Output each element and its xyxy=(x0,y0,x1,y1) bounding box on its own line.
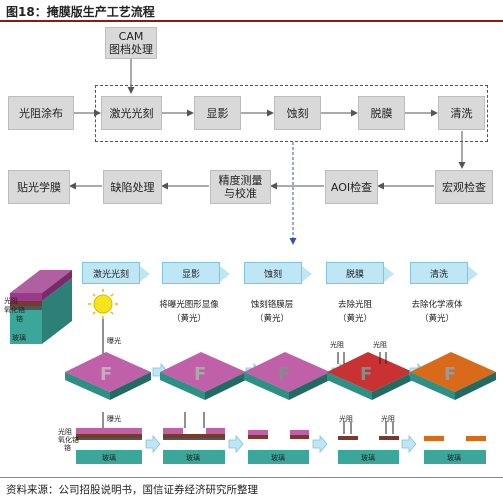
stage-tab-3: 蚀刻 xyxy=(244,262,302,284)
light-source-icon xyxy=(88,289,118,360)
cross-section-2 xyxy=(163,412,225,464)
coat-box: 光阻涂布 xyxy=(8,96,74,130)
substrate-stack xyxy=(10,270,72,344)
svg-text:F: F xyxy=(360,364,372,385)
measure-box: 精度测量 与校准 xyxy=(210,170,271,204)
flow-arrows xyxy=(69,59,466,245)
stage-caption-2: 蚀刻铬膜层（黄光） xyxy=(250,300,294,324)
layer-label-chrome-oxide: 氧化铬 xyxy=(4,306,25,314)
stage-tab-4: 脱膜 xyxy=(326,262,384,284)
exposure-label-top: 曝光 xyxy=(107,337,121,345)
layer-label-glass: 玻璃 xyxy=(12,334,26,342)
aoi-box: AOI检查 xyxy=(325,170,378,204)
stage-tab-2: 显影 xyxy=(162,262,220,284)
develop-box: 显影 xyxy=(194,96,241,130)
plate-2: F xyxy=(160,352,246,400)
etch-box: 蚀刻 xyxy=(274,96,321,130)
strip-box: 脱膜 xyxy=(358,96,405,130)
stage-arrow-1 xyxy=(140,266,150,282)
title-bar: 图18：掩膜版生产工艺流程 xyxy=(0,0,503,22)
svg-text:F: F xyxy=(444,364,456,385)
footer-divider xyxy=(0,477,503,478)
glass-label-4: 玻璃 xyxy=(361,454,375,462)
pellicle-box: 贴光学膜 xyxy=(8,170,70,204)
resist-label-2: 光阻 xyxy=(373,341,387,349)
stage-caption-3: 去除光阻（黄光） xyxy=(337,300,372,324)
source-note: 资料来源：公司招股说明书，国信证券经济研究所整理 xyxy=(6,484,258,496)
plate-3: F xyxy=(244,352,330,400)
cross-section-1 xyxy=(76,412,142,464)
resist-label-3: 光阻 xyxy=(339,415,353,423)
layer-label-chrome: 铬 xyxy=(16,315,23,323)
cam-box: CAM 图档处理 xyxy=(105,27,157,59)
cs-label-chrome: 铬 xyxy=(64,444,71,452)
clean-box: 清洗 xyxy=(438,96,485,130)
plate-5: F xyxy=(410,352,496,400)
cross-section-5 xyxy=(424,436,486,464)
layer-label-photoresist: 光阻 xyxy=(4,297,18,305)
stage-arrow-4 xyxy=(384,266,394,282)
defect-box: 缺陷处理 xyxy=(103,170,162,204)
title-underline xyxy=(0,20,503,22)
cross-section-3 xyxy=(248,430,309,464)
stage-arrow-3 xyxy=(302,266,312,282)
laser-box: 激光光刻 xyxy=(101,96,162,130)
svg-text:F: F xyxy=(278,364,290,385)
glass-label-5: 玻璃 xyxy=(447,454,461,462)
resist-label-4: 光阻 xyxy=(381,415,395,423)
stage-arrow-2 xyxy=(220,266,230,282)
macro-box: 宏观检查 xyxy=(435,170,493,204)
stage-caption-4: 去除化学液体（黄光） xyxy=(411,300,463,324)
plate-1: F xyxy=(65,352,151,400)
cross-section-4 xyxy=(338,422,399,464)
stage-caption-1: 将曝光图形显像（黄光） xyxy=(159,300,219,324)
glass-label-3: 玻璃 xyxy=(271,454,285,462)
cs-label-photoresist: 光阻 xyxy=(58,428,72,436)
figure-title: 图18：掩膜版生产工艺流程 xyxy=(6,5,155,19)
svg-text:F: F xyxy=(194,364,206,385)
resist-label-1: 光阻 xyxy=(330,341,344,349)
plate-4: F xyxy=(327,352,413,400)
stage-arrow-5 xyxy=(468,266,478,282)
stage-tab-5: 清洗 xyxy=(410,262,468,284)
cs-label-chrome-oxide: 氧化铬 xyxy=(58,436,79,444)
exposure-label-bottom: 曝光 xyxy=(107,415,121,423)
glass-label-1: 玻璃 xyxy=(102,454,116,462)
svg-text:F: F xyxy=(100,364,112,385)
stage-tab-1: 激光光刻 xyxy=(82,262,140,284)
glass-label-2: 玻璃 xyxy=(186,454,200,462)
